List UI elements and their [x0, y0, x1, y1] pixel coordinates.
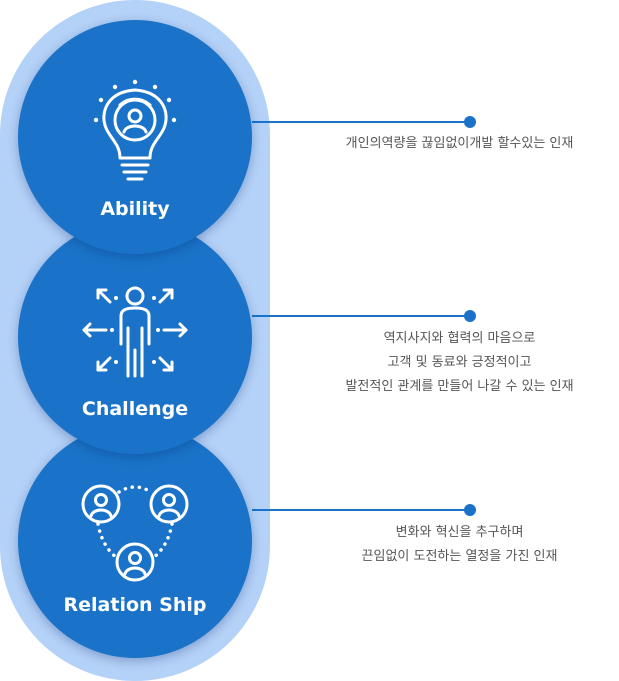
- challenge-connector-dot: [464, 310, 476, 322]
- relation-ship-connector-dot: [464, 504, 476, 516]
- challenge-description: 역지사지와 협력의 마음으로 고객 및 동료와 긍정적이고 발전적인 관계를 만…: [300, 327, 619, 399]
- challenge-description-line: 발전적인 관계를 만들어 나갈 수 있는 인재: [345, 379, 574, 394]
- ability-connector-dot: [464, 116, 476, 128]
- ability-title: Ability: [100, 198, 170, 220]
- relation-ship-description-line: 변화와 혁신을 추구하며: [395, 525, 524, 540]
- challenge-connector-line: [252, 315, 470, 317]
- relation-ship-title: Relation Ship: [63, 594, 207, 616]
- ability-description-line: 개인의역량을 끊임없이개발 할수있는 인재: [345, 136, 574, 151]
- ability-description: 개인의역량을 끊임없이개발 할수있는 인재: [300, 132, 619, 156]
- relation-ship-connector-line: [252, 509, 470, 511]
- challenge-circle: Challenge: [18, 220, 252, 454]
- relation-ship-circle: Relation Ship: [18, 424, 252, 658]
- people-network-icon: [81, 484, 189, 582]
- relation-ship-description: 변화와 혁신을 추구하며 끈임없이 도전하는 열정을 가진 인재: [300, 521, 619, 569]
- lightbulb-person-icon: [93, 79, 177, 181]
- challenge-description-line: 역지사지와 협력의 마음으로: [383, 331, 536, 346]
- challenge-description-line: 고객 및 동료와 긍정적이고: [387, 355, 532, 370]
- ability-circle: Ability: [18, 20, 252, 254]
- ability-connector-line: [252, 121, 470, 123]
- person-arrows-icon: [82, 286, 188, 378]
- challenge-title: Challenge: [81, 398, 189, 420]
- relation-ship-description-line: 끈임없이 도전하는 열정을 가진 인재: [361, 549, 558, 564]
